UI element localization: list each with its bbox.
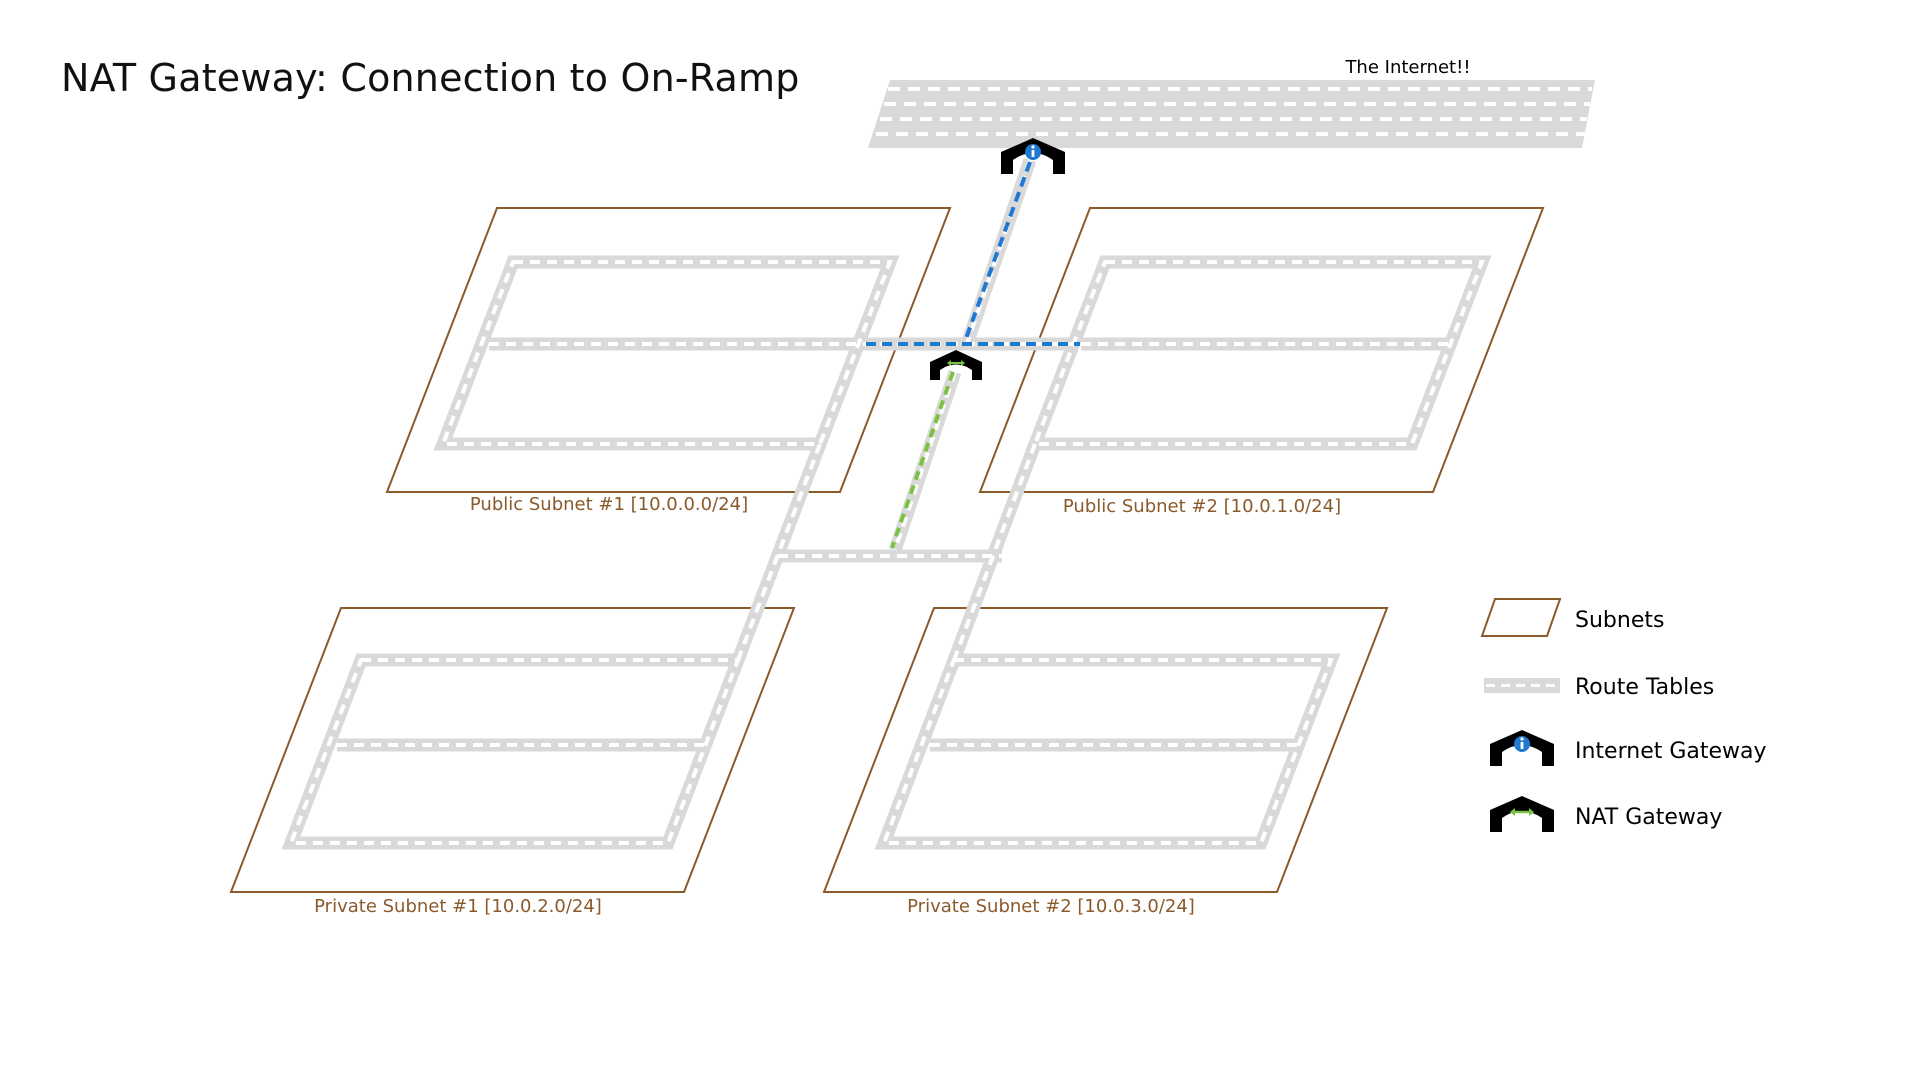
route-ramp-to-internet xyxy=(960,157,1037,347)
internet-label: The Internet!! xyxy=(1344,57,1470,78)
internet-gateway-path xyxy=(866,161,1080,346)
nat-gateway-path xyxy=(890,371,955,549)
legend-route-swatch xyxy=(1484,678,1560,693)
route-table-private-1 xyxy=(281,653,748,850)
legend: Subnets Route Tables Internet Gateway NA… xyxy=(1480,598,1767,832)
legend-route-tables-label: Route Tables xyxy=(1575,675,1714,700)
legend-internet-gateway-icon xyxy=(1490,730,1554,766)
internet-gateway-icon xyxy=(1001,138,1065,174)
public-subnet-1-label: Public Subnet #1 [10.0.0.0/24] xyxy=(470,494,748,515)
legend-subnets-label: Subnets xyxy=(1575,608,1664,633)
private-subnet-1-label: Private Subnet #1 [10.0.2.0/24] xyxy=(314,896,602,917)
private-subnet-2 xyxy=(822,607,1389,893)
route-table-private-2 xyxy=(874,653,1341,850)
legend-internet-gateway-label: Internet Gateway xyxy=(1575,739,1767,764)
legend-subnet-swatch xyxy=(1480,598,1562,637)
nat-gateway-icon xyxy=(930,350,982,380)
route-table-public-1 xyxy=(433,255,900,451)
public-subnet-2 xyxy=(978,207,1545,493)
page-title: NAT Gateway: Connection to On-Ramp xyxy=(61,56,800,100)
legend-nat-gateway-label: NAT Gateway xyxy=(1575,805,1722,830)
private-subnet-1 xyxy=(229,607,796,893)
internet-road xyxy=(868,80,1595,148)
legend-nat-gateway-icon xyxy=(1490,796,1554,832)
route-table-public-2 xyxy=(1025,255,1492,451)
public-subnet-2-label: Public Subnet #2 [10.0.1.0/24] xyxy=(1063,496,1341,517)
private-subnet-2-label: Private Subnet #2 [10.0.3.0/24] xyxy=(907,896,1195,917)
public-subnet-1 xyxy=(385,207,952,493)
